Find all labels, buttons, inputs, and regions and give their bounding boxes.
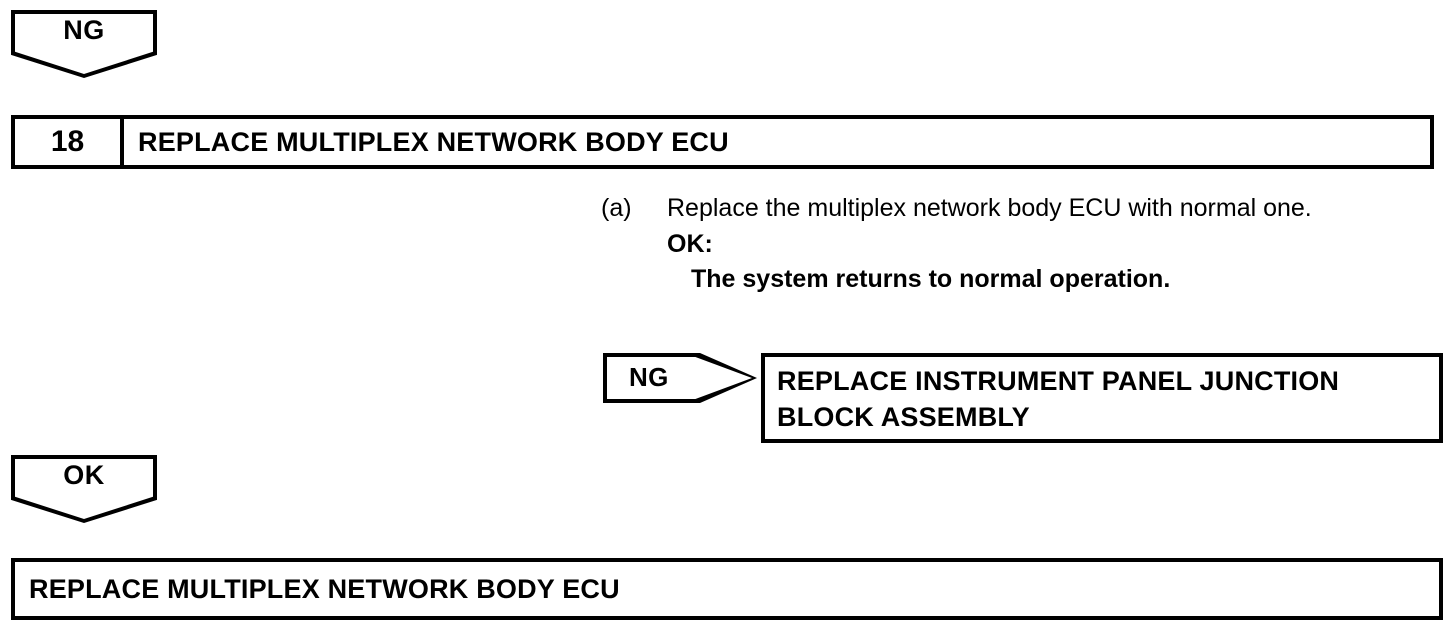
procedure-body: Replace the multiplex network body ECU w… <box>667 192 1431 297</box>
ok-branch-result-box: REPLACE MULTIPLEX NETWORK BODY ECU <box>11 558 1443 620</box>
connector-ng-entry: NG <box>11 10 157 78</box>
procedure-criteria-value: The system returns to normal operation. <box>691 265 1171 293</box>
step-number: 18 <box>15 119 124 165</box>
connector-ng-entry-label: NG <box>63 15 105 45</box>
step-title: REPLACE MULTIPLEX NETWORK BODY ECU <box>138 126 729 157</box>
step-header-18: 18 REPLACE MULTIPLEX NETWORK BODY ECU <box>11 115 1434 169</box>
procedure-criteria-label: OK: <box>667 229 713 258</box>
ng-branch-result-text: REPLACE INSTRUMENT PANEL JUNCTION BLOCK … <box>777 366 1340 432</box>
procedure-item-a: (a) Replace the multiplex network body E… <box>601 192 1431 297</box>
procedure-instruction: Replace the multiplex network body ECU w… <box>667 194 1312 222</box>
connector-ok-branch: OK <box>11 455 157 523</box>
procedure-marker: (a) <box>601 194 632 222</box>
connector-ng-branch: NG <box>603 353 757 403</box>
procedure-block: (a) Replace the multiplex network body E… <box>601 192 1431 297</box>
connector-ng-branch-label: NG <box>629 362 669 392</box>
ng-branch-result-box: REPLACE INSTRUMENT PANEL JUNCTION BLOCK … <box>761 353 1443 443</box>
ok-branch-result-text: REPLACE MULTIPLEX NETWORK BODY ECU <box>29 573 620 604</box>
connector-ok-branch-label: OK <box>63 460 105 490</box>
